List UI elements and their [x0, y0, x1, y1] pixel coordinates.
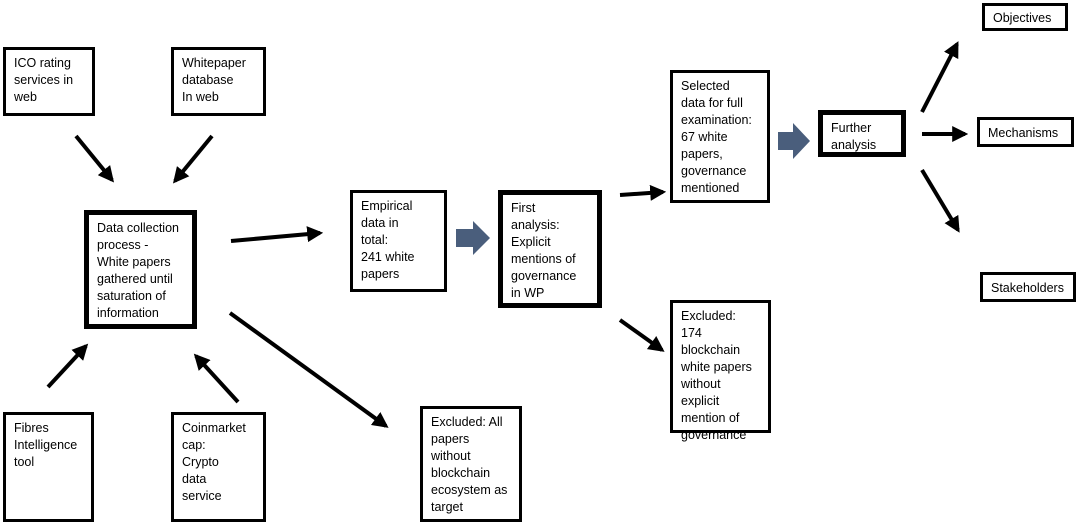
node-fibres-intelligence-tool: Fibres Intelligence tool [3, 412, 94, 522]
edge-collection-to-excluded-all [228, 311, 389, 428]
node-objectives: Objectives [982, 3, 1068, 31]
node-data-collection-process: Data collection process - White papers g… [84, 210, 197, 329]
edge-first-to-excluded-174 [618, 318, 665, 352]
node-excluded-all-papers: Excluded: All papers without blockchain … [420, 406, 522, 522]
edge-further-to-stakeholders [920, 168, 960, 233]
node-excluded-174: Excluded: 174 blockchain white papers wi… [670, 300, 771, 442]
edge-whitepaper-to-collection [172, 134, 214, 184]
node-empirical-data: Empirical data in total: 241 white paper… [350, 190, 447, 292]
edge-ico-to-collection [74, 134, 115, 183]
edge-collection-to-empirical [230, 226, 324, 243]
node-ico-rating-services: ICO rating services in web [3, 47, 95, 116]
node-further-analysis: Further analysis [818, 110, 906, 157]
node-selected-data: Selected data for full examination: 67 w… [670, 70, 770, 203]
node-stakeholders: Stakeholders [980, 272, 1076, 302]
block-arrow-selected-to-further [778, 123, 810, 159]
edge-first-to-selected [619, 184, 667, 201]
node-coinmarket-cap: Coinmarket cap: Crypto data service [171, 412, 266, 522]
block-arrow-empirical-to-first [456, 221, 490, 255]
edge-coinmarket-to-collection [193, 353, 240, 404]
node-first-analysis: First analysis: Explicit mentions of gov… [498, 190, 602, 308]
edge-further-to-objectives [920, 41, 959, 113]
node-mechanisms: Mechanisms [977, 117, 1074, 147]
edge-fibres-to-collection [46, 343, 89, 389]
node-whitepaper-database: Whitepaper database In web [171, 47, 266, 116]
